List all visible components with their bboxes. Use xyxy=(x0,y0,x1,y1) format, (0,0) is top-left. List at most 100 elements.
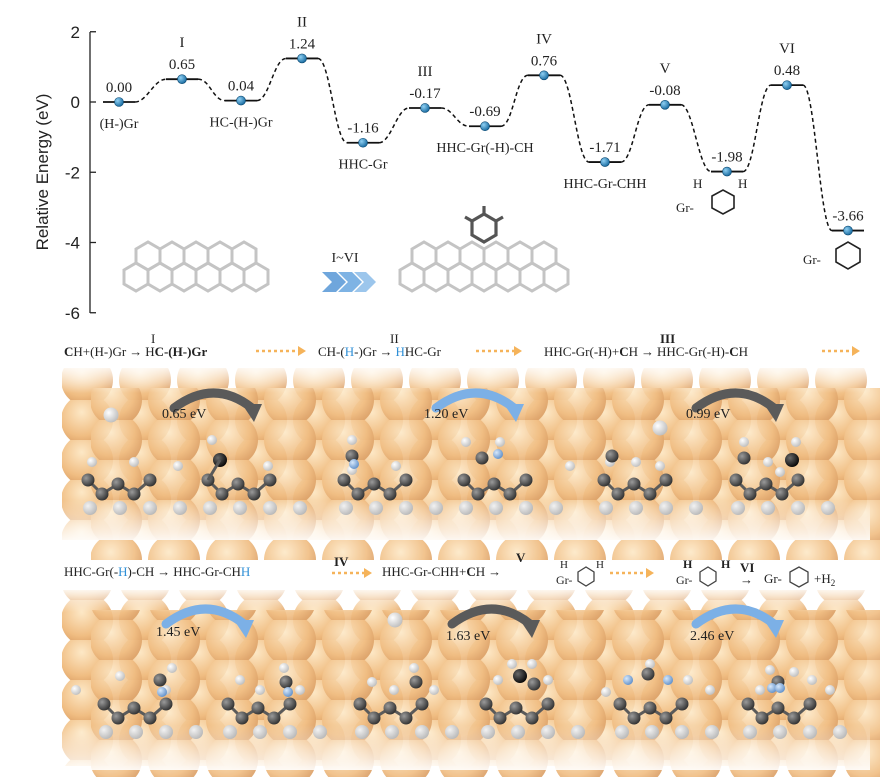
atom xyxy=(279,663,289,673)
state-label: HHC-Gr-CHH xyxy=(564,177,647,192)
atom xyxy=(263,501,277,515)
atom xyxy=(803,697,817,711)
atom xyxy=(409,663,419,673)
energy-levels: 0.00(H-)Gr0.65I0.04HC-(H-)Gr1.24II-1.16H… xyxy=(100,14,864,236)
r5-h-right: H xyxy=(596,559,604,571)
atom xyxy=(387,612,403,628)
atom xyxy=(655,461,665,471)
atom xyxy=(541,725,555,739)
surface-panel-2 xyxy=(62,590,880,777)
reaction-2-step: II xyxy=(390,331,399,346)
atom xyxy=(731,501,745,515)
energy-node xyxy=(358,137,368,148)
atom xyxy=(353,697,367,711)
atom xyxy=(787,711,801,725)
reaction-6-arrow: → xyxy=(740,572,753,587)
state-label: (H-)Gr xyxy=(100,117,139,132)
energy-node xyxy=(480,121,490,132)
atom xyxy=(347,435,357,445)
atom xyxy=(549,501,563,515)
barrier-arrow-head xyxy=(764,620,784,638)
atom xyxy=(279,675,293,689)
atom xyxy=(471,487,485,501)
atom xyxy=(763,457,773,467)
atom xyxy=(385,725,399,739)
atom xyxy=(283,697,297,711)
atom xyxy=(487,477,501,491)
y-axis-label: Relative Energy (eV) xyxy=(33,94,52,251)
atom xyxy=(775,467,785,477)
energy-node xyxy=(660,100,670,110)
atom xyxy=(263,473,277,487)
atom xyxy=(429,501,443,515)
atom xyxy=(791,473,805,487)
atom xyxy=(367,711,381,725)
barrier-label: 2.46 eV xyxy=(690,629,734,644)
atom xyxy=(351,487,365,501)
energy-node xyxy=(843,225,853,236)
atom xyxy=(785,453,799,467)
y-tick-label: -2 xyxy=(65,163,80,182)
atom xyxy=(675,725,689,739)
atom xyxy=(739,437,749,447)
reaction-3: HHC-Gr(-H)+CH→HHC-Gr(-H)-CH xyxy=(544,344,748,359)
atom xyxy=(235,675,245,685)
atom xyxy=(399,473,413,487)
state-h-right: H xyxy=(738,176,747,191)
energy-node xyxy=(177,74,187,84)
state-label: HC-(H-)Gr xyxy=(210,116,273,131)
molecules-panel-1 xyxy=(81,407,835,515)
energy-node xyxy=(114,97,124,107)
atom xyxy=(383,701,397,715)
atom xyxy=(115,671,125,681)
atom xyxy=(129,457,139,467)
atom xyxy=(489,501,503,515)
energy-value-label: 0.00 xyxy=(106,80,132,96)
atom xyxy=(821,501,835,515)
atom xyxy=(475,451,489,465)
barrier-label: 0.99 eV xyxy=(686,407,730,422)
atom xyxy=(771,701,785,715)
barrier-arrow xyxy=(691,604,779,629)
atom xyxy=(167,663,177,673)
atom xyxy=(235,711,249,725)
atom xyxy=(283,687,293,697)
atom xyxy=(313,725,327,739)
atom xyxy=(189,725,203,739)
barrier-label: 1.45 eV xyxy=(156,625,200,640)
atom xyxy=(251,701,265,715)
atom xyxy=(283,725,297,739)
reaction-5: HHC-Gr-CHH+CH→ xyxy=(382,564,501,579)
energy-value-label: -0.08 xyxy=(649,83,680,99)
atom xyxy=(495,437,505,447)
atom xyxy=(789,667,799,677)
energy-value-label: -0.69 xyxy=(469,104,500,120)
atom xyxy=(203,501,217,515)
step-label: IV xyxy=(536,31,552,47)
y-ticks: 20-2-4-6 xyxy=(65,23,96,323)
barrier-label: 0.65 eV xyxy=(162,407,206,422)
atom xyxy=(659,473,673,487)
hexagon-icon xyxy=(789,566,809,588)
energy-value-label: 0.04 xyxy=(228,79,255,95)
energy-node xyxy=(782,80,792,90)
atom xyxy=(159,725,173,739)
atom xyxy=(389,685,399,695)
r6-gr: Gr- xyxy=(676,573,692,587)
atom xyxy=(95,487,109,501)
atom xyxy=(729,473,743,487)
reaction-row-1: CH+(H-)Gr→HC-(H-)Gr I CH-(H-)Gr→HHC-Gr I… xyxy=(64,331,860,359)
atom xyxy=(511,725,525,739)
molecules-panel-2 xyxy=(71,612,847,739)
barrier-arrow-head xyxy=(520,620,540,638)
atom xyxy=(807,675,817,685)
step-label: III xyxy=(418,64,433,80)
atom xyxy=(367,477,381,491)
energy-diagram: 20-2-4-6 Relative Energy (eV) 0.00 (H-)Gr… xyxy=(33,14,864,322)
barrier-arrow-head xyxy=(504,404,524,422)
atom xyxy=(775,683,785,693)
hexagon-icon xyxy=(699,566,717,587)
atom xyxy=(157,687,167,697)
atom xyxy=(233,501,247,515)
